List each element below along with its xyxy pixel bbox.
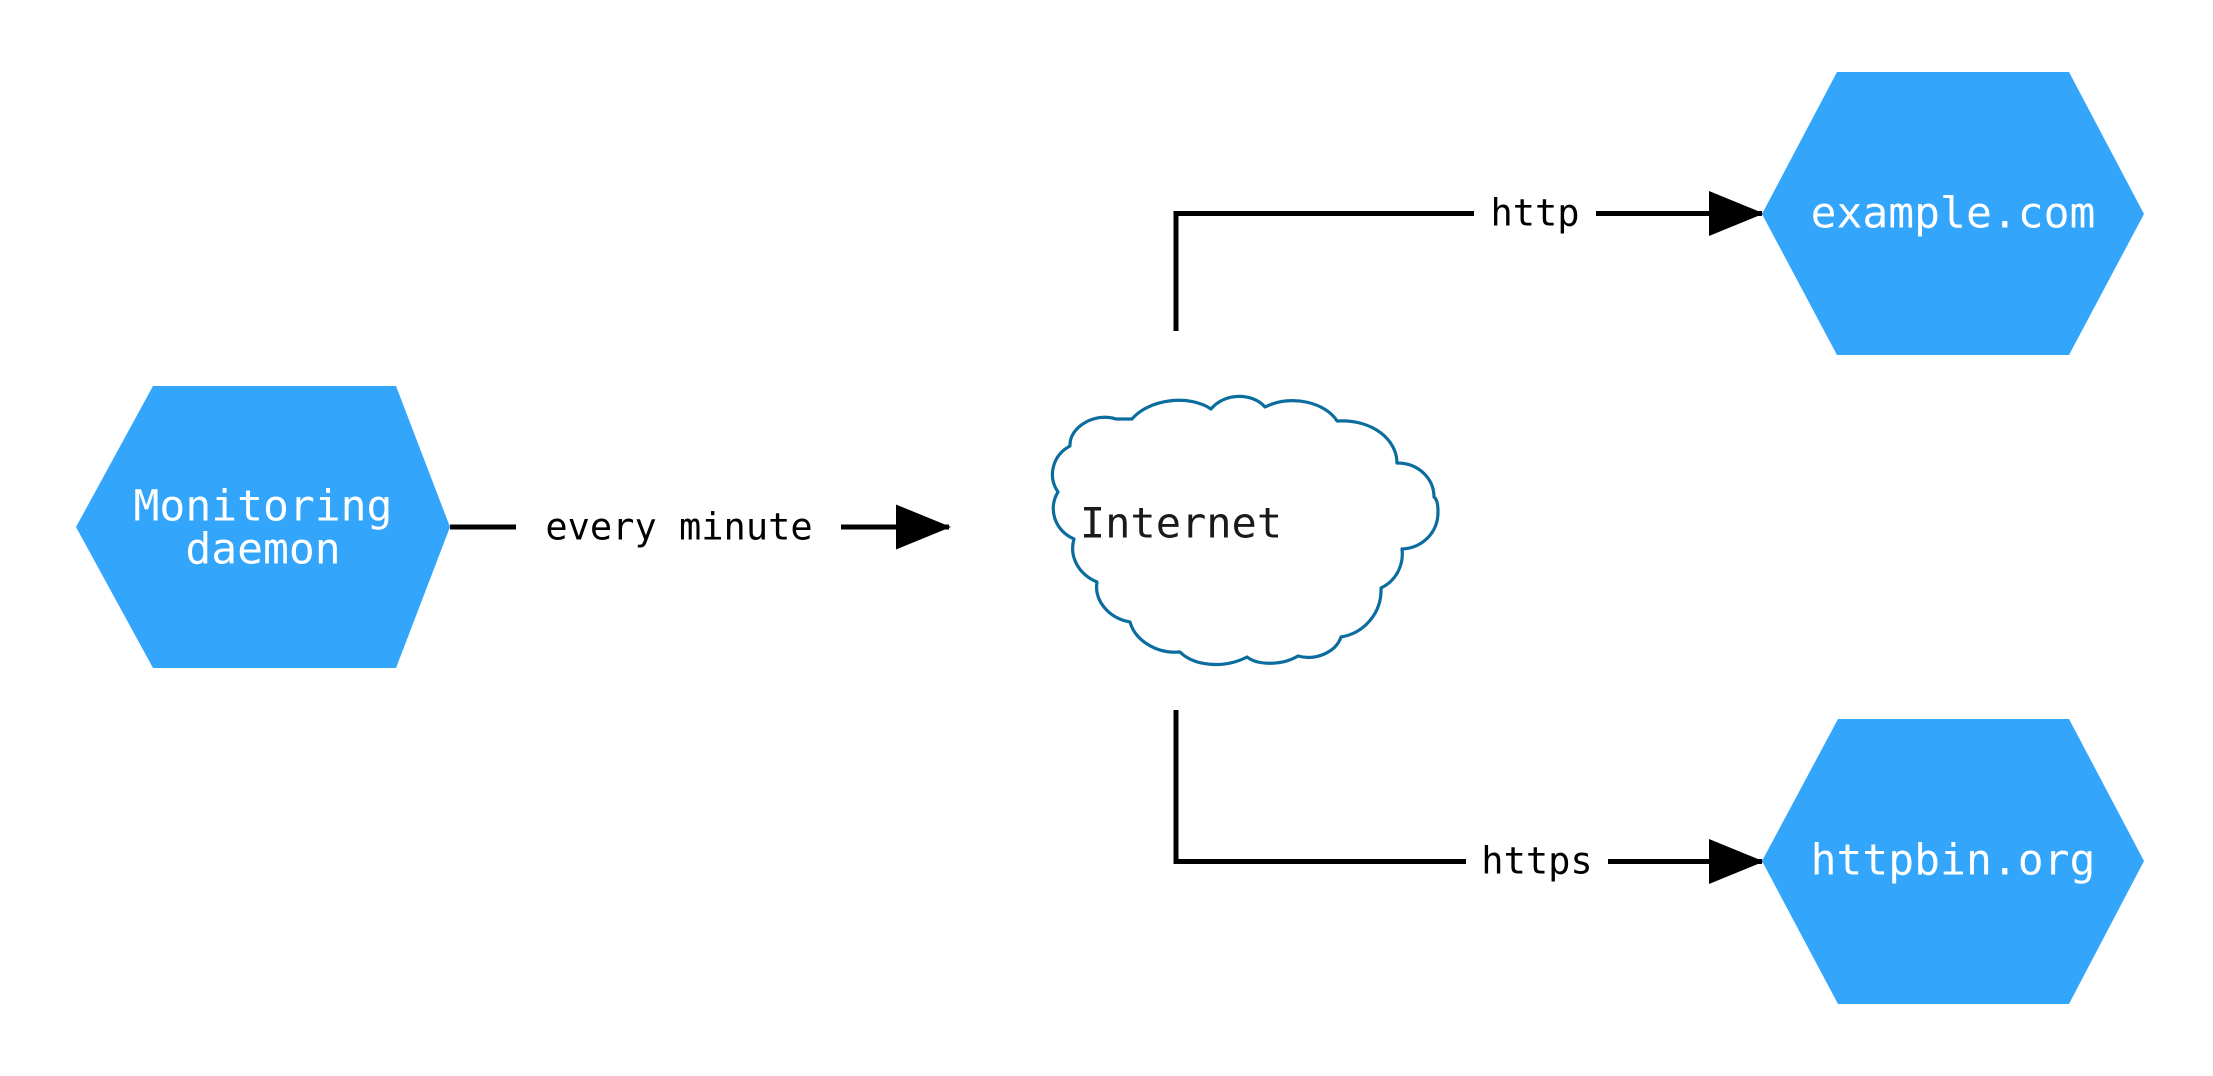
node-example-com[interactable]: example.com — [1762, 72, 2144, 355]
node-monitoring-daemon[interactable]: Monitoring daemon — [76, 386, 450, 668]
edge-label-https: https — [1481, 840, 1592, 883]
node-httpbin-org[interactable]: httpbin.org — [1762, 719, 2144, 1004]
node-label-monitoring-daemon-line1: Monitoring — [134, 482, 393, 532]
edge-daemon-to-internet: every minute — [450, 504, 951, 550]
node-label-monitoring-daemon-line2: daemon — [185, 525, 340, 575]
node-label-internet: Internet — [1080, 499, 1282, 548]
edge-segment-https-elbow — [1173, 710, 1466, 864]
edge-internet-to-httpbin: https — [1173, 710, 1764, 884]
edge-internet-to-example: http — [1173, 191, 1764, 331]
edge-label-every-minute: every minute — [545, 506, 812, 549]
node-label-httpbin-org: httpbin.org — [1811, 836, 2096, 886]
node-label-example-com: example.com — [1811, 189, 2096, 239]
edge-label-http: http — [1490, 192, 1579, 235]
cloud-shape-internet[interactable] — [1050, 394, 1440, 667]
hexagon-shape-example-com[interactable] — [1762, 72, 2144, 355]
edge-segment-http-elbow — [1173, 211, 1474, 331]
node-internet[interactable]: Internet — [1050, 394, 1440, 667]
hexagon-shape-httpbin-org[interactable] — [1762, 719, 2144, 1004]
hexagon-shape-monitoring-daemon[interactable] — [76, 386, 450, 668]
